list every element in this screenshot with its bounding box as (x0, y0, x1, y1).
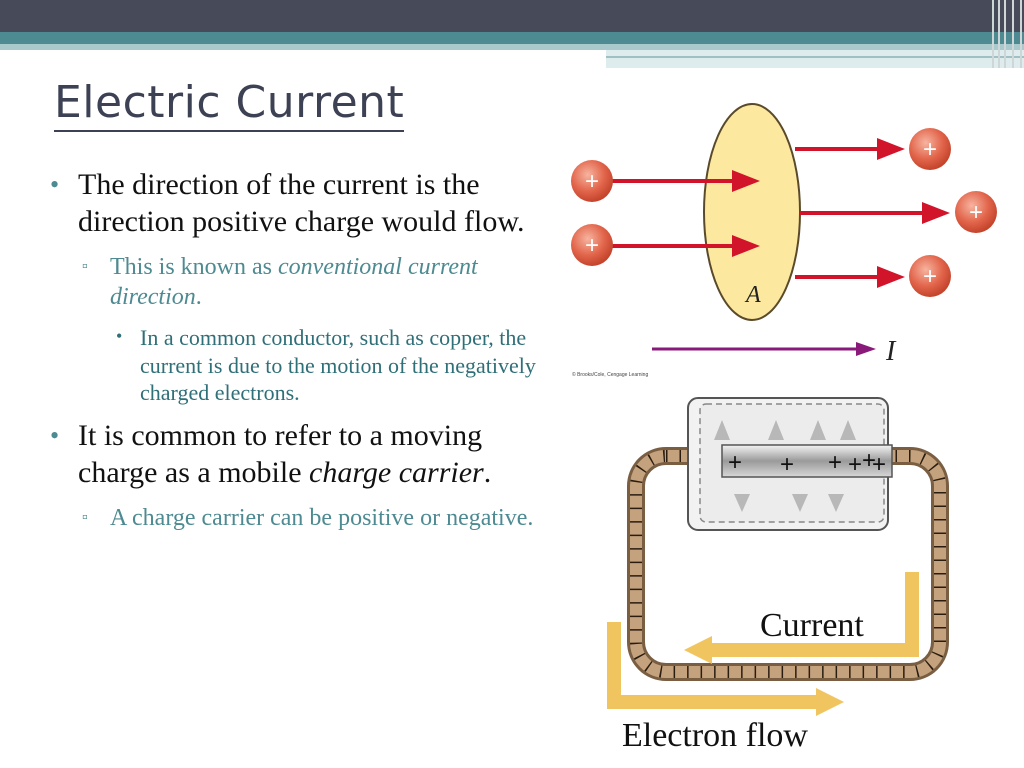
bullet-text-suffix: . (483, 455, 492, 489)
current-flow-arrow (684, 572, 919, 664)
bullet-text: In a common conductor, such as copper, t… (140, 325, 536, 405)
current-label: Current (760, 607, 864, 644)
svg-text:+: + (848, 451, 862, 478)
bullet-text-emphasis: conventional current direction (110, 254, 478, 310)
bullet-level1: • It is common to refer to a moving char… (48, 417, 548, 491)
bullet-text-emphasis: charge carrier (309, 455, 484, 489)
bullet-square: ▫ (82, 258, 88, 275)
positive-charge: + (955, 191, 997, 233)
svg-text:+: + (828, 449, 842, 476)
bullet-text-prefix: It is common to refer to a moving charge… (78, 418, 483, 489)
outgoing-arrow (800, 202, 950, 224)
header-pale-stripe (606, 50, 1024, 68)
current-symbol-label: I (885, 336, 897, 367)
bullet-dot: • (50, 420, 60, 450)
bullet-text-suffix: . (195, 284, 202, 310)
conductor-bar (721, 444, 893, 478)
svg-text:+: + (728, 449, 742, 476)
svg-text:+: + (780, 451, 794, 478)
charge-arrows-down (734, 494, 844, 512)
svg-text:+: + (585, 168, 599, 195)
bullet-square: ▫ (82, 508, 88, 526)
positive-charge: + (909, 128, 951, 170)
header-light-stripe (0, 44, 1024, 50)
bullet-level1: • The direction of the current is the di… (48, 166, 548, 240)
bullet-dot: • (50, 170, 60, 199)
image-credit: © Brooks/Cole, Cengage Learning (572, 371, 648, 378)
bullet-text: A charge carrier can be positive or nega… (110, 504, 534, 531)
svg-text:+: + (872, 451, 886, 478)
incoming-arrow (608, 235, 760, 257)
electron-flow-label: Electron flow (622, 717, 808, 754)
svg-text:+: + (862, 447, 876, 474)
positive-charge: + (909, 255, 951, 297)
electron-flow-arrow (607, 622, 844, 716)
bullet-text: The direction of the current is the dire… (78, 168, 525, 238)
outgoing-arrow (795, 266, 905, 288)
bullet-text-prefix: This is known as (110, 254, 278, 280)
svg-text:+: + (923, 263, 937, 290)
positive-charge: + (571, 224, 613, 266)
header-vertical-stripes (990, 0, 1024, 68)
svg-text:+: + (585, 232, 599, 259)
svg-text:+: + (923, 136, 937, 163)
bullet-small-dot: • (116, 326, 123, 346)
outgoing-arrow (795, 138, 905, 160)
bullet-level2: ▫ This is known as conventional current … (48, 252, 548, 312)
positive-charge: + (571, 160, 613, 202)
header-accent-stripe (0, 32, 1024, 44)
current-direction-arrow (652, 342, 876, 356)
svg-text:+: + (969, 199, 983, 226)
bullet-level3: • In a common conductor, such as copper,… (48, 324, 548, 407)
bullet-level2: ▫ A charge carrier can be positive or ne… (48, 503, 548, 533)
incoming-arrow (608, 170, 760, 192)
charge-arrows-up (714, 420, 856, 440)
area-label: A (744, 282, 761, 308)
header-bar (0, 0, 1024, 32)
bullet-list: • The direction of the current is the di… (48, 166, 548, 545)
plus-signs: + + + + + + (728, 447, 886, 478)
slide-title: Electric Current (54, 77, 405, 132)
circuit-figure: + + + + + + Current Electron flow (607, 397, 949, 754)
